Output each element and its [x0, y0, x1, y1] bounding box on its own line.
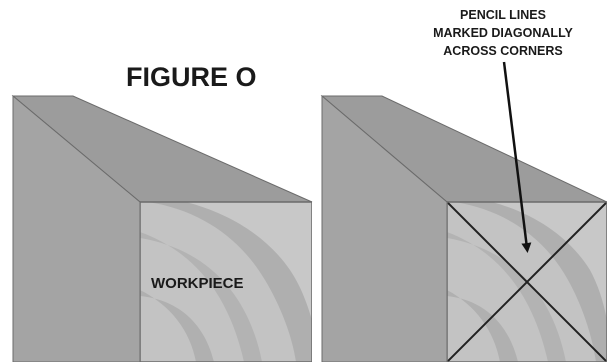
callout-text: PENCIL LINES MARKED DIAGONALLY ACROSS CO…: [433, 8, 573, 58]
callout-line-3: ACROSS CORNERS: [443, 44, 562, 58]
callout-line-1: PENCIL LINES: [460, 8, 546, 22]
right-block-side-face: [321, 94, 448, 362]
right-block-end-face: [447, 201, 607, 362]
left-block-side-face: [12, 94, 141, 362]
workpiece-label: WORKPIECE: [151, 275, 244, 292]
callout-line-2: MARKED DIAGONALLY: [433, 26, 573, 40]
right-marked-block: [320, 94, 607, 362]
callout-arrow: [502, 61, 532, 253]
figure-title: FIGURE O: [126, 62, 257, 92]
left-workpiece-block: WORKPIECE: [11, 94, 313, 362]
left-block-end-face: [140, 201, 312, 362]
pencil-line-diagonal-2: [447, 201, 607, 362]
